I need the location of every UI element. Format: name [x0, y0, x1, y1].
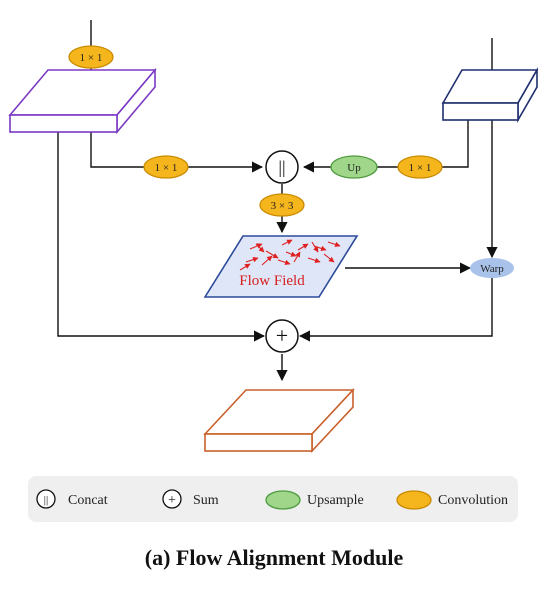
flow-vector-arrow: [323, 253, 335, 263]
legend-sum-label: Sum: [193, 493, 219, 508]
legend: || Concat + Sum Upsample Convolution: [28, 476, 518, 522]
legend-convolution-label: Convolution: [438, 493, 508, 508]
flow-vector-arrow: [261, 255, 273, 266]
legend-upsample: Upsample: [265, 490, 364, 510]
sum-node: +: [265, 319, 299, 353]
flow-vector-arrow: [239, 263, 251, 271]
upsample-node-label: Up: [347, 162, 361, 174]
legend-sum: + Sum: [162, 489, 219, 509]
flow-vector-arrow: [311, 241, 319, 253]
conv-3x3: 3 × 3: [259, 193, 305, 217]
flow-vector-arrow: [307, 257, 321, 264]
legend-convolution: Convolution: [396, 490, 508, 510]
flow-vector-arrow: [255, 243, 265, 253]
conv-1x1-top-left-label: 1 × 1: [80, 52, 103, 64]
warp-to-sum-path: [298, 278, 493, 342]
low-to-concat-path: [90, 132, 264, 173]
concat-node-symbol: ||: [278, 157, 285, 177]
legend-upsample-label: Upsample: [307, 493, 364, 508]
conv-3x3-label: 3 × 3: [271, 200, 294, 212]
flow-vector-arrow: [281, 239, 293, 246]
flow-field-arrows: [239, 239, 341, 271]
conv-1x1-mid-left-label: 1 × 1: [155, 162, 178, 174]
concat-node: ||: [265, 150, 299, 184]
figure-caption: (a) Flow Alignment Module: [145, 545, 404, 570]
flow-vector-arrow: [297, 243, 309, 251]
sum-node-symbol: +: [276, 323, 288, 348]
flow-vector-arrow: [293, 251, 301, 263]
flow-vector-arrow: [327, 241, 341, 248]
upsample-node: Up: [330, 155, 378, 179]
flow-vector-arrow: [285, 251, 297, 257]
warp-node: Warp: [470, 258, 514, 278]
legend-concat-label: Concat: [68, 493, 108, 508]
conv-1x1-mid-right: 1 × 1: [397, 155, 443, 179]
high-to-concat-path: [302, 120, 469, 173]
warp-node-label: Warp: [480, 263, 504, 275]
high-level-feature-block: [441, 67, 539, 123]
flow-vector-arrow: [277, 259, 291, 266]
flow-vector-arrow: [245, 256, 259, 263]
low-level-feature-block: [8, 67, 157, 135]
legend-concat-symbol: ||: [44, 494, 48, 506]
flow-field-panel: Flow Field: [203, 235, 359, 298]
low-to-sum-path: [57, 132, 266, 342]
flow-vector-arrow: [249, 243, 263, 250]
legend-sum-symbol: +: [168, 493, 176, 508]
conv-1x1-mid-left: 1 × 1: [143, 155, 189, 179]
legend-concat: || Concat: [36, 489, 108, 509]
conv-1x1-mid-right-label: 1 × 1: [409, 162, 432, 174]
conv-1x1-top-left: 1 × 1: [68, 45, 114, 69]
flow-field-label: Flow Field: [239, 273, 305, 289]
output-feature-block: [203, 387, 355, 454]
flow-vector-arrow: [265, 250, 279, 259]
